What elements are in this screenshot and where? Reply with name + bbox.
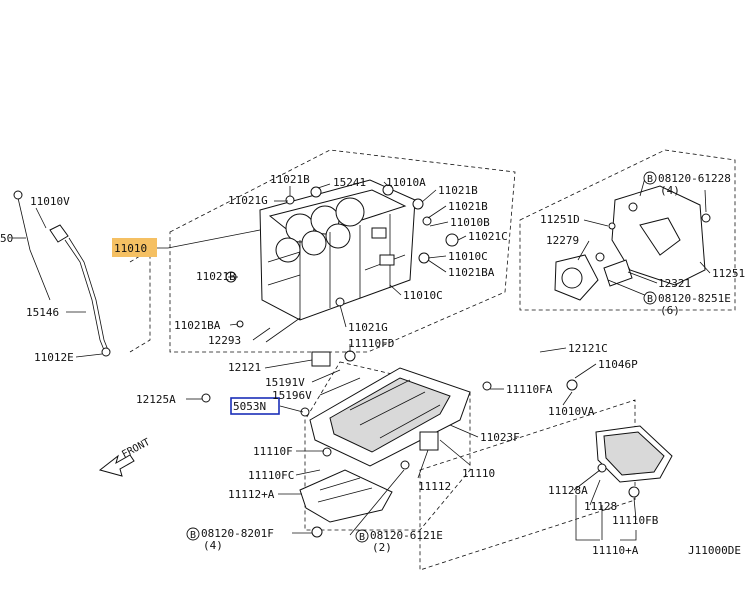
label-12121: 12121 bbox=[228, 361, 261, 374]
block-group-outline bbox=[169, 149, 516, 353]
label-11010c-a: 11010C bbox=[448, 250, 488, 263]
label-12293: 12293 bbox=[208, 334, 241, 347]
label-11021b-c: 11021B bbox=[448, 200, 488, 213]
label-15191v: 15191V bbox=[265, 376, 305, 389]
label-15241: 15241 bbox=[333, 176, 366, 189]
label-11251d: 11251D bbox=[540, 213, 580, 226]
label-qty6: (6) bbox=[660, 304, 680, 317]
label-11010va: 11010VA bbox=[548, 405, 595, 418]
oil-pan-lower bbox=[595, 425, 673, 498]
label-11021g-a: 11021G bbox=[228, 194, 268, 207]
label-11010v: 11010V bbox=[30, 195, 70, 208]
diagram-code: J11000DE bbox=[688, 544, 741, 557]
label-15053n: 5053N bbox=[233, 400, 266, 413]
label-11021g-b: 11021G bbox=[348, 321, 388, 334]
label-12321: 12321 bbox=[658, 277, 691, 290]
label-11110a: 11110+A bbox=[592, 544, 639, 557]
label-11110fc: 11110FC bbox=[248, 469, 294, 482]
label-15146: 15146 bbox=[26, 306, 59, 319]
label-11010c-b: 11010C bbox=[403, 289, 443, 302]
cylinder-block bbox=[225, 179, 459, 328]
leader-lines bbox=[12, 177, 711, 541]
label-11010a: 11010A bbox=[386, 176, 426, 189]
label-12279: 12279 bbox=[546, 234, 579, 247]
label-11021c: 11021C bbox=[468, 230, 508, 243]
label-11010: 11010 bbox=[114, 242, 147, 255]
label-15196v: 15196V bbox=[272, 389, 312, 402]
svg-text:B: B bbox=[647, 294, 653, 305]
rear-plate bbox=[554, 185, 711, 301]
label-08120-8251e: 08120-8251E bbox=[658, 292, 731, 305]
part-labels: 11010 11010V 50 15146 11012E 11021B 1524… bbox=[0, 172, 745, 557]
bolt-markers: B B B B bbox=[186, 171, 657, 543]
oil-dipstick bbox=[13, 190, 111, 357]
oil-pan-upper bbox=[201, 350, 578, 470]
label-11251: 11251 bbox=[712, 267, 745, 280]
label-08120-6121e: 08120-6121E bbox=[370, 529, 443, 542]
label-11110fb: 11110FB bbox=[612, 514, 659, 527]
label-11128a: 11128A bbox=[548, 484, 588, 497]
label-11112a: 11112+A bbox=[228, 488, 275, 501]
label-08120-8201f: 08120-8201F bbox=[201, 527, 274, 540]
label-11046p: 11046P bbox=[598, 358, 638, 371]
label-11021b-b: 11021B bbox=[438, 184, 478, 197]
label-11128: 11128 bbox=[584, 500, 617, 513]
highlight-15053n bbox=[230, 397, 280, 415]
label-12121c: 12121C bbox=[568, 342, 608, 355]
svg-text:B: B bbox=[190, 530, 196, 541]
label-11021b-d: 11021B bbox=[196, 270, 236, 283]
front-label: FRONT bbox=[120, 437, 152, 461]
label-50: 50 bbox=[0, 232, 13, 245]
label-11110fd: 11110FD bbox=[348, 337, 394, 350]
label-11012e: 11012E bbox=[34, 351, 74, 364]
label-qty4-a: (4) bbox=[203, 539, 223, 552]
label-11110f: 11110F bbox=[253, 445, 293, 458]
svg-text:B: B bbox=[647, 174, 653, 185]
label-11112: 11112 bbox=[418, 480, 451, 493]
front-arrow: FRONT bbox=[98, 437, 152, 477]
label-11021b-a: 11021B bbox=[270, 173, 310, 186]
label-11023f: 11023F bbox=[480, 431, 520, 444]
oil-baffle bbox=[299, 469, 393, 538]
lower-pan-group-outline bbox=[419, 399, 636, 571]
svg-text:B: B bbox=[359, 532, 365, 543]
label-11110: 11110 bbox=[462, 467, 495, 480]
label-08120-61228: 08120-61228 bbox=[658, 172, 731, 185]
label-11110fa: 11110FA bbox=[506, 383, 553, 396]
dipstick-outline bbox=[129, 249, 151, 353]
highlight-11010 bbox=[112, 238, 157, 257]
label-qty2: (2) bbox=[372, 541, 392, 554]
label-12125a: 12125A bbox=[136, 393, 176, 406]
label-qty4-b: (4) bbox=[660, 184, 680, 197]
label-11021ba-a: 11021BA bbox=[448, 266, 495, 279]
label-11021ba-b: 11021BA bbox=[174, 319, 221, 332]
label-11010b: 11010B bbox=[450, 216, 490, 229]
rear-plate-group-outline bbox=[519, 149, 736, 311]
